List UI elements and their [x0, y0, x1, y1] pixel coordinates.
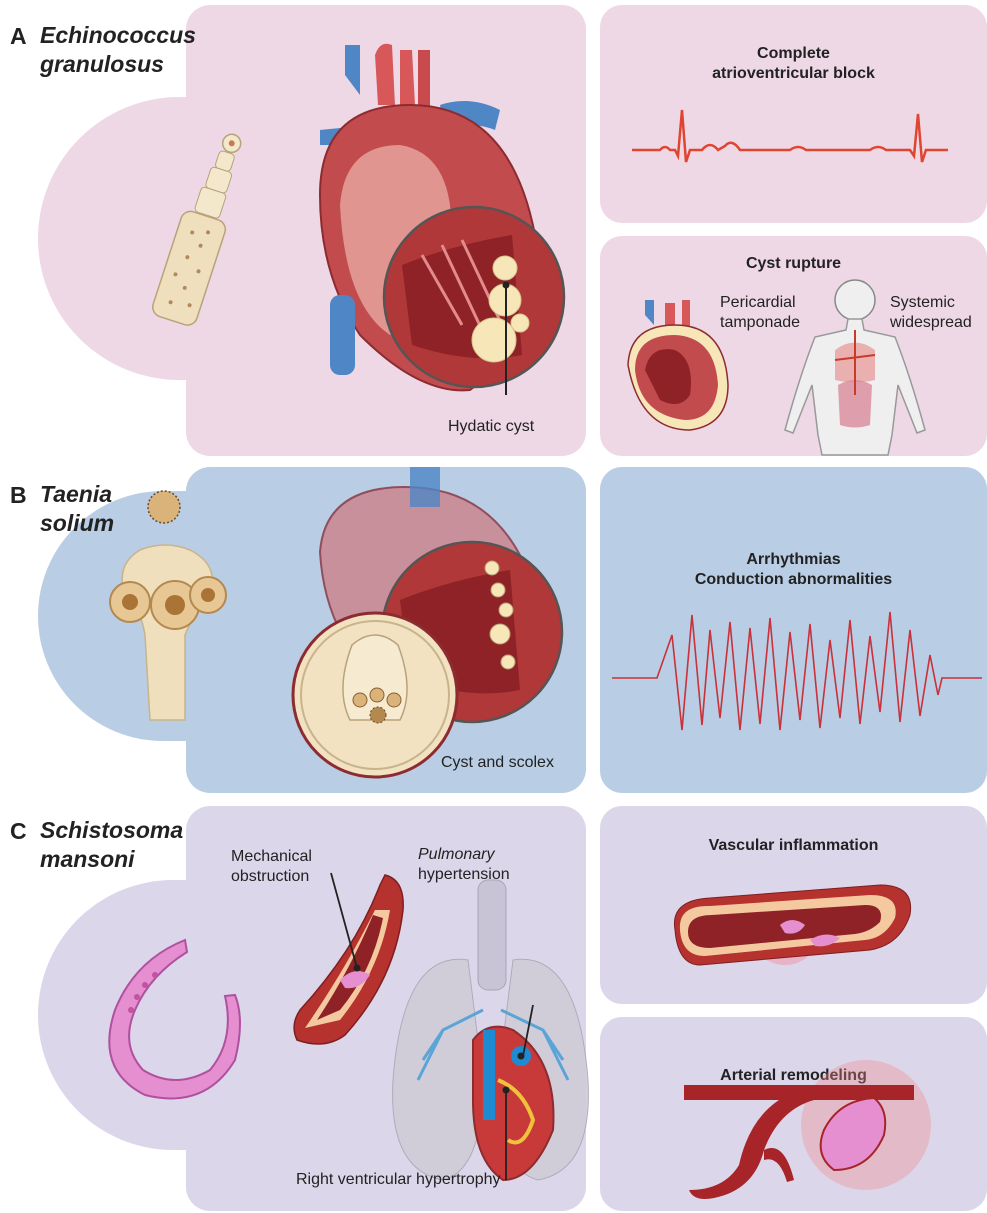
species-c-line1: Schistosoma	[40, 816, 183, 845]
hydatic-cyst-zoom	[382, 205, 567, 390]
pulmonary-hypertension-label: Pulmonary hypertension	[418, 845, 510, 885]
species-c-line2: mansoni	[40, 845, 183, 874]
systemic-line1: Systemic	[890, 293, 972, 313]
species-a-line2: granulosus	[40, 50, 196, 79]
cyst-and-scolex-label: Cyst and scolex	[441, 753, 554, 773]
section-letter-a: A	[10, 23, 27, 50]
ecg-trace-icon-b	[612, 600, 982, 740]
inflamed-vessel-icon	[670, 870, 920, 980]
lungs-icon	[383, 880, 588, 1210]
av-block-title-line2: atrioventricular block	[600, 64, 987, 84]
arrhythmia-title: Arrhythmias Conduction abnormalities	[600, 550, 987, 590]
systemic-label: Systemic widespread	[890, 293, 972, 333]
pulmonary-line1: Pulmonary	[418, 845, 510, 865]
cyst-rupture-title: Cyst rupture	[600, 254, 987, 274]
av-block-title: Complete atrioventricular block	[600, 44, 987, 84]
species-name-a: Echinococcus granulosus	[40, 21, 196, 79]
worm-icon	[95, 930, 255, 1110]
rvh-label: Right ventricular hypertrophy	[296, 1170, 501, 1190]
av-block-title-line1: Complete	[600, 44, 987, 64]
section-letter-b: B	[10, 482, 27, 509]
small-heart-icon	[620, 295, 730, 435]
cyst-and-scolex-icon	[290, 610, 460, 780]
mechanical-line1: Mechanical	[231, 847, 312, 867]
vascular-inflammation-title: Vascular inflammation	[600, 836, 987, 856]
tapeworm-icon	[110, 110, 230, 330]
scolex-icon	[100, 485, 230, 720]
species-a-line1: Echinococcus	[40, 21, 196, 50]
species-name-c: Schistosoma mansoni	[40, 816, 183, 874]
arrhythmia-line2: Conduction abnormalities	[600, 570, 987, 590]
artery-icon	[684, 1040, 954, 1210]
section-letter-c: C	[10, 818, 27, 845]
arrhythmia-line1: Arrhythmias	[600, 550, 987, 570]
systemic-line2: widespread	[890, 313, 972, 333]
ecg-trace-icon-a	[630, 100, 950, 180]
hydatic-cyst-label: Hydatic cyst	[448, 417, 534, 437]
